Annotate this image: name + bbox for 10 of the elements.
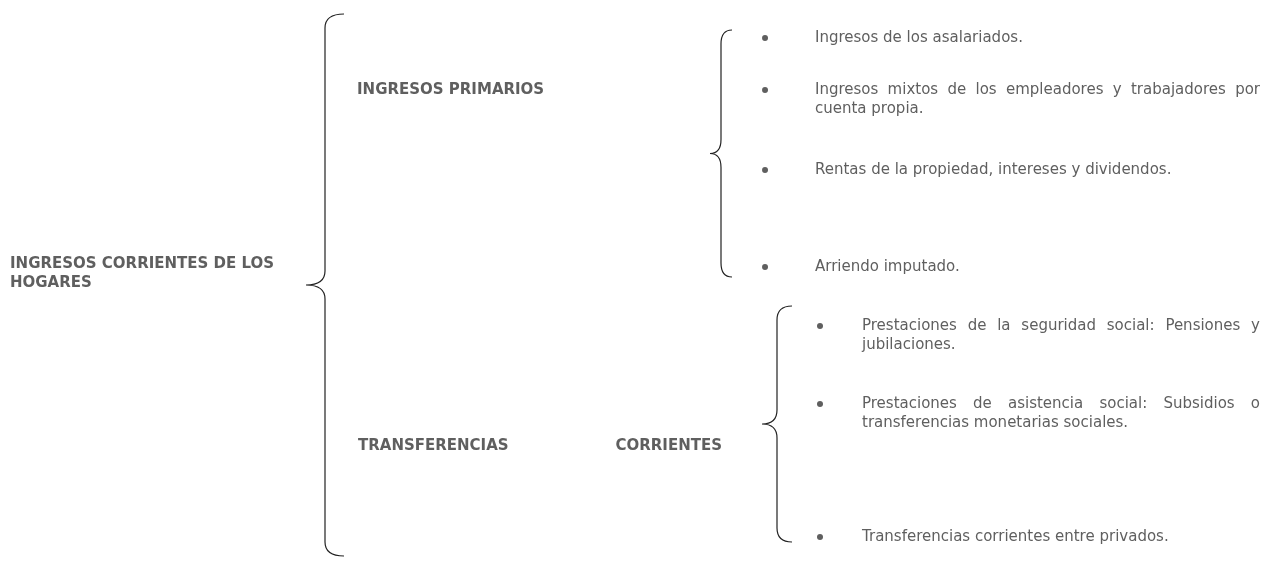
- heading-text: TRANSFERENCIAS CORRIENTES: [358, 436, 722, 455]
- list-item-text: Transferencias corrientes entre privados.: [862, 527, 1170, 546]
- heading-text: INGRESOS PRIMARIOS: [357, 80, 546, 99]
- list-item-text: Prestaciones de la seguridad social: Pensiones y jubilaciones.: [862, 316, 1260, 354]
- heading-text: INGRESOS CORRIENTES DE LOS HOGARES: [10, 254, 276, 292]
- list-item-text: Ingresos de los asalariados.: [815, 28, 1024, 47]
- list-item-text: Prestaciones de asistencia social: Subsidios o transferencias monetarias sociales.: [862, 394, 1260, 432]
- list-item-text: Ingresos mixtos de los empleadores y trabajadores por cuenta propia.: [815, 80, 1260, 118]
- list-item-text: Rentas de la propiedad, intereses y dividendos.: [815, 160, 1173, 179]
- list-item-text: Arriendo imputado.: [815, 257, 961, 276]
